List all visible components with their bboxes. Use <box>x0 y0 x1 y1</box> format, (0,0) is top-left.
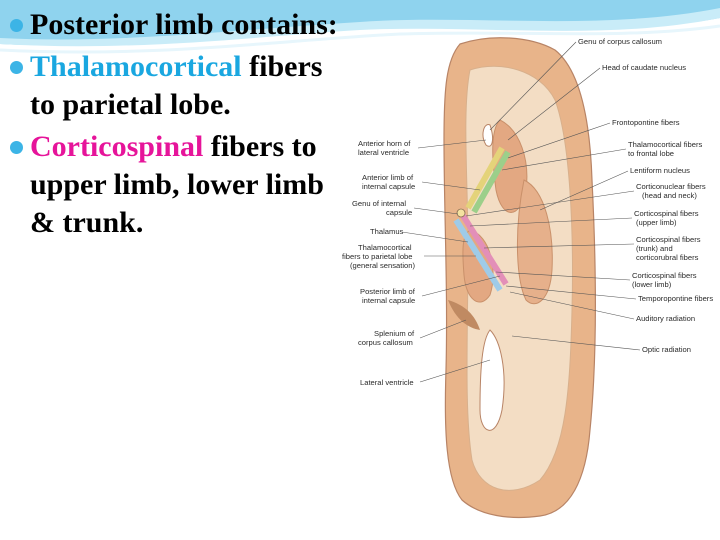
label-posterior-limb-2: internal capsule <box>362 296 415 305</box>
label-thalamocortical-3: (general sensation) <box>350 261 415 270</box>
right-labels: Genu of corpus callosum Head of caudate … <box>465 37 713 354</box>
label-corticospinal-lower-2: (lower limb) <box>632 280 672 289</box>
label-thalamocortical-frontal-2: to frontal lobe <box>628 149 674 158</box>
bullet-posterior-limb: Posterior limb contains: <box>8 6 338 44</box>
left-labels: Anterior horn of lateral ventricle Anter… <box>342 139 501 387</box>
label-splenium-2: corpus callosum <box>358 338 413 347</box>
brain-section-illustration <box>443 37 597 519</box>
label-optic-radiation: Optic radiation <box>642 345 691 354</box>
bullet-dot-icon <box>10 141 23 154</box>
label-temporopontine: Temporopontine fibers <box>638 294 713 303</box>
label-corticospinal-lower: Corticospinal fibers <box>632 271 697 280</box>
label-corticonuclear: Corticonuclear fibers <box>636 182 706 191</box>
internal-capsule-diagram: Anterior horn of lateral ventricle Anter… <box>342 37 713 519</box>
label-corticospinal-upper-2: (upper limb) <box>636 218 677 227</box>
label-head-caudate: Head of caudate nucleus <box>602 63 686 72</box>
label-corticospinal-trunk-2: (trunk) and <box>636 244 673 253</box>
bullet-dot-icon <box>10 61 23 74</box>
label-anterior-limb-2: internal capsule <box>362 182 415 191</box>
label-lentiform: Lentiform nucleus <box>630 166 690 175</box>
label-lateral-ventricle: Lateral ventricle <box>360 378 414 387</box>
label-anterior-horn: Anterior horn of <box>358 139 411 148</box>
bullet-highlight: Corticospinal <box>30 130 204 163</box>
label-corticospinal-upper: Corticospinal fibers <box>634 209 699 218</box>
label-thalamocortical-frontal: Thalamocortical fibers <box>628 140 702 149</box>
label-splenium: Splenium of <box>374 329 415 338</box>
label-corticospinal-trunk-3: corticorubral fibers <box>636 253 699 262</box>
label-anterior-limb: Anterior limb of <box>362 173 414 182</box>
bullet-list: Posterior limb contains: Thalamocortical… <box>8 6 338 246</box>
bullet-thalamocortical: Thalamocortical fibers to parietal lobe. <box>8 48 338 124</box>
label-thalamocortical-2: fibers to parietal lobe <box>342 252 413 261</box>
label-corticospinal-trunk: Corticospinal fibers <box>636 235 701 244</box>
label-auditory-radiation: Auditory radiation <box>636 314 695 323</box>
bullet-text: fibers to parietal lobe. <box>30 50 323 121</box>
label-genu-corpus-callosum: Genu of corpus callosum <box>578 37 662 46</box>
label-frontopontine: Frontopontine fibers <box>612 118 680 127</box>
bullet-text: fibers to upper limb, lower limb & trunk… <box>30 130 324 239</box>
label-corticonuclear-2: (head and neck) <box>642 191 697 200</box>
bullet-corticospinal: Corticospinal fibers to upper limb, lowe… <box>8 128 338 242</box>
label-genu-internal-capsule: Genu of internal <box>352 199 406 208</box>
label-posterior-limb: Posterior limb of <box>360 287 416 296</box>
bullet-highlight: Thalamocortical <box>30 50 242 83</box>
header-swoosh-decoration <box>0 0 720 54</box>
label-thalamus: Thalamus <box>370 227 404 236</box>
bullet-text: Posterior limb contains: <box>30 8 338 41</box>
label-anterior-horn-2: lateral ventricle <box>358 148 409 157</box>
label-thalamocortical: Thalamocortical <box>358 243 412 252</box>
bullet-dot-icon <box>10 19 23 32</box>
label-genu-internal-capsule-2: capsule <box>386 208 412 217</box>
